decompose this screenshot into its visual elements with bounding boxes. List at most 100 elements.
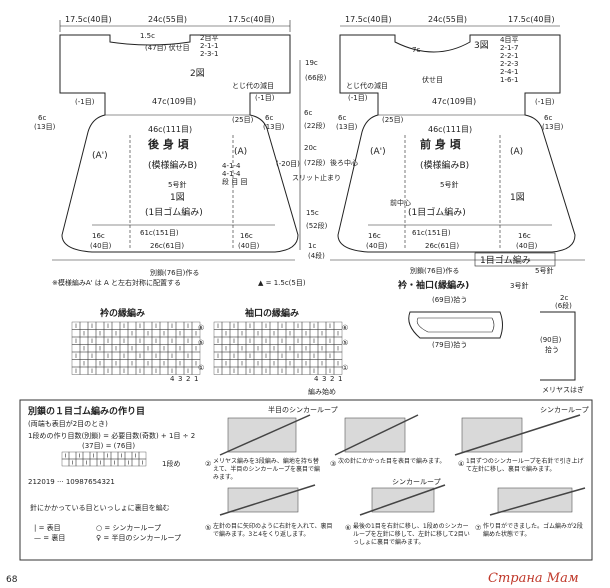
front-side13: (13目): [336, 123, 358, 131]
collar-c2: 2c: [560, 294, 568, 302]
grid-cell: [175, 336, 185, 345]
grid-cell: [317, 336, 327, 345]
grid-cell: [135, 344, 145, 353]
back-neck-rows: 2目平: [200, 34, 218, 42]
watermark: Страна Мам: [488, 571, 579, 586]
front-w16-r: 16c: [518, 232, 531, 240]
illustration-step5: [219, 484, 316, 516]
instr-label1: 1段め: [162, 459, 180, 468]
grid-cell: [96, 451, 105, 460]
collar-needle: 3号針: [510, 281, 528, 290]
grid-cell: [213, 329, 223, 338]
grid-cell: [71, 344, 81, 353]
front-neck-s5: 1-6-1: [500, 76, 518, 84]
grid-cell: [127, 366, 137, 375]
v66: (66段): [305, 73, 327, 82]
back-aprime: (A'): [92, 151, 108, 161]
grid-cell: [269, 351, 279, 360]
front-side6-r: 6c: [544, 114, 552, 122]
back-outline: [59, 34, 299, 253]
step4-text: 1目ずつのシンカーループを右針で引き上げて左針に移し、裏目で編みます。: [466, 458, 584, 473]
back-w61: 61c(151目): [140, 229, 179, 237]
v72: (72段): [304, 158, 326, 167]
grid-cell: [333, 336, 343, 345]
front-needle3: 5号針: [535, 266, 553, 275]
legend-sinker: ○ = シンカーループ: [96, 524, 161, 532]
illustration-step6: [359, 484, 446, 516]
step7-text: 作り目ができました。ゴム編みが2段編めた状態です。: [483, 523, 583, 538]
grid-cell: [253, 321, 263, 330]
grid-cell: [213, 359, 223, 368]
collar-c79: (79目)拾う: [432, 340, 467, 349]
grid-cell: [293, 329, 303, 338]
grid-cell: [285, 336, 295, 345]
back-dec-side3: 段 目 回: [222, 177, 247, 186]
grid-cell: [261, 344, 271, 353]
grid-cell: [151, 359, 161, 368]
back-w26: 26c(61目): [150, 242, 184, 250]
grid-cell: [95, 321, 105, 330]
v19: 19c: [305, 59, 318, 67]
cuff-row5: ⑤: [342, 339, 348, 347]
grid-cell: [135, 359, 145, 368]
cuff-num3: 3: [322, 375, 326, 383]
neck-num4: 4: [170, 375, 175, 383]
legend-half: ♀ = 半目のシンカーループ: [96, 533, 181, 542]
v1: 1c: [308, 242, 316, 250]
grid-cell: [61, 458, 70, 467]
grid-cell: [131, 458, 140, 467]
grid-cell: [138, 451, 147, 460]
neck-num2: 2: [186, 375, 190, 383]
grid-cell: [333, 351, 343, 360]
grid-cell: [269, 321, 279, 330]
grid-cell: [159, 366, 169, 375]
grid-cell: [183, 344, 193, 353]
grid-cell: [301, 336, 311, 345]
grid-cell: [237, 321, 247, 330]
step6-num: ⑥: [345, 524, 351, 532]
cuff-chart-grid: [213, 321, 343, 375]
back-dec-side2: 4-1-4: [222, 170, 241, 178]
illustration-step4: [454, 414, 581, 456]
front-schematic: [330, 25, 585, 261]
back-side13-r: (13目): [263, 123, 285, 131]
front-pattern: (模様編みB): [420, 159, 469, 171]
front-front-center: 前中心: [390, 198, 411, 207]
step2-num: ②: [205, 460, 211, 468]
grid-cell: [285, 321, 295, 330]
grid-cell: [221, 336, 231, 345]
back-width-left: 17.5c(40目): [65, 15, 112, 24]
back-w16s-left: (40目): [90, 242, 112, 250]
grid-cell: [253, 336, 263, 345]
grid-cell: [111, 366, 121, 375]
front-back-center: 後ろ中心: [330, 158, 358, 167]
grid-cell: [325, 359, 335, 368]
front-outline: [337, 34, 576, 253]
grid-cell: [333, 321, 343, 330]
front-fig1: 1図: [510, 192, 525, 203]
grid-cell: [309, 329, 319, 338]
grid-cell: [79, 321, 89, 330]
back-dec1-left: (-1目): [75, 98, 95, 106]
grid-cell: [167, 329, 177, 338]
back-w25: (25目): [232, 116, 254, 124]
grid-cell: [143, 351, 153, 360]
legend-purl: — = 裏目: [34, 533, 65, 542]
neck-num1: 1: [194, 375, 198, 383]
grid-cell: [285, 366, 295, 375]
grid-cell: [333, 366, 343, 375]
grid-cell: [277, 344, 287, 353]
grid-cell: [261, 329, 271, 338]
collar-c90: (90目): [540, 336, 562, 344]
grid-cell: [151, 344, 161, 353]
front-neck-b: 伏せ目: [422, 75, 443, 84]
grid-cell: [309, 359, 319, 368]
grid-cell: [317, 366, 327, 375]
legend-knit: | = 表目: [34, 523, 61, 532]
back-side6-r: 6c: [265, 114, 273, 122]
grid-cell: [159, 321, 169, 330]
grid-cell: [253, 351, 263, 360]
collar-diagram: [408, 311, 576, 381]
grid-cell: [167, 344, 177, 353]
cuff-num4: 4: [314, 375, 319, 383]
